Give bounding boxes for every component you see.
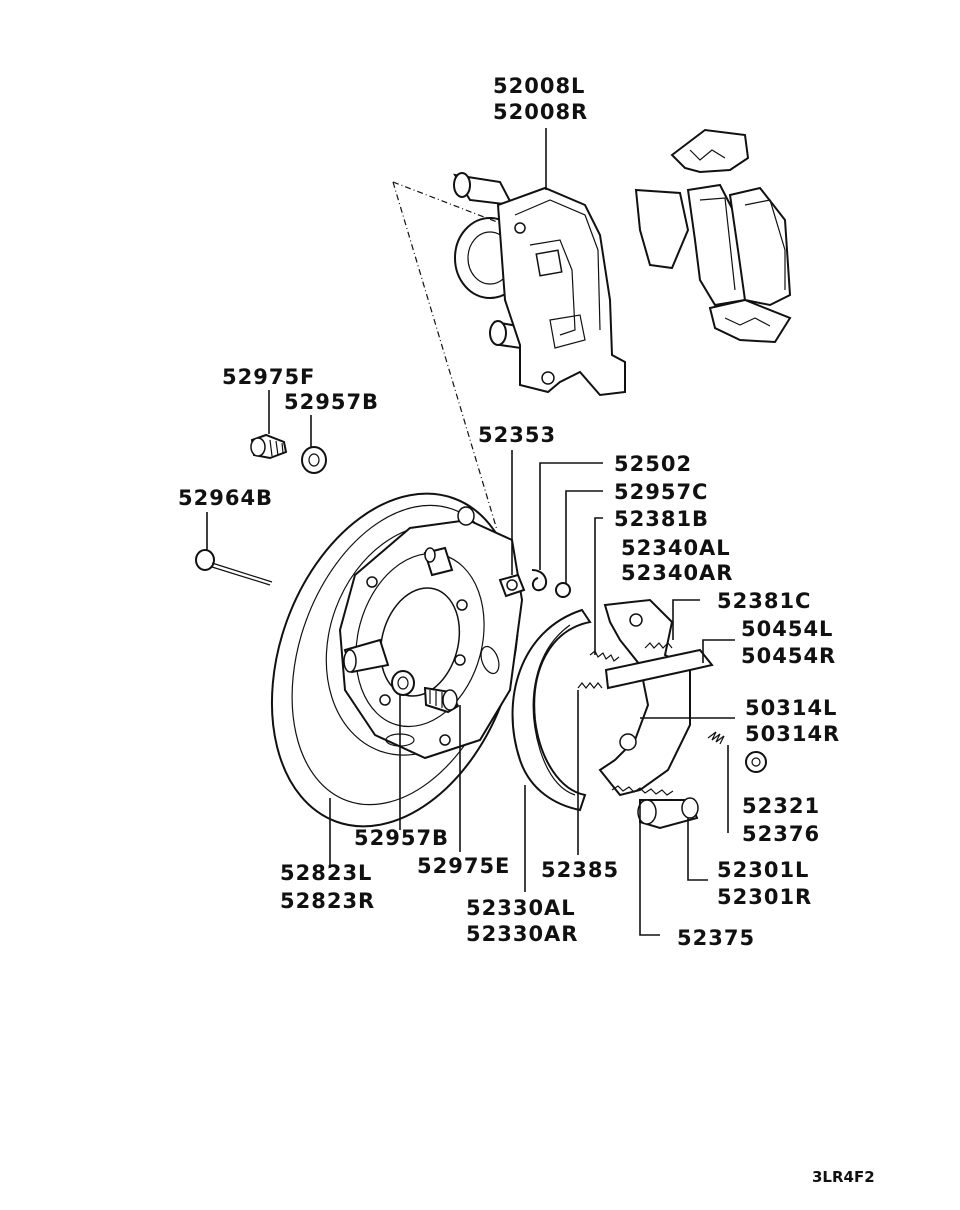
- diagram-code: 3LR4F2: [812, 1168, 875, 1186]
- small-parts-52353-52502-52957C: [498, 569, 571, 598]
- springs: [577, 642, 674, 796]
- bolt-52975E: [423, 686, 460, 714]
- clip-52964B: [195, 549, 273, 586]
- label-52964B: 52964B: [178, 486, 273, 510]
- label-52823R: 52823R: [280, 889, 375, 913]
- label-52975F: 52975F: [222, 365, 315, 389]
- label-52340AL: 52340AL: [621, 536, 731, 560]
- label-52381C: 52381C: [717, 589, 811, 613]
- adjuster-plate-52340A: [598, 598, 691, 797]
- brake-pad-set: [634, 128, 792, 344]
- label-52957B-bottom: 52957B: [354, 826, 449, 850]
- label-52301R: 52301R: [717, 885, 812, 909]
- nut-52957B-top: [301, 446, 327, 474]
- label-52301L: 52301L: [717, 858, 809, 882]
- label-52502: 52502: [614, 452, 692, 476]
- label-50454L: 50454L: [741, 617, 833, 641]
- label-50314L: 50314L: [745, 696, 837, 720]
- label-52376: 52376: [742, 822, 820, 846]
- label-52008R: 52008R: [493, 100, 588, 124]
- caliper-assembly: [453, 172, 626, 397]
- label-52957C: 52957C: [614, 480, 708, 504]
- label-52340AR: 52340AR: [621, 561, 733, 585]
- bolt-52975F: [250, 433, 288, 460]
- label-52330AL: 52330AL: [466, 896, 576, 920]
- parking-brake-shoe-52330: [511, 608, 592, 812]
- washer-52957B-bottom: [391, 670, 415, 696]
- label-50454R: 50454R: [741, 644, 836, 668]
- lever-50454: [604, 648, 714, 690]
- leader-lines: [206, 128, 735, 936]
- label-52381B: 52381B: [614, 507, 709, 531]
- label-52385: 52385: [541, 858, 619, 882]
- wheel-cylinder-52301: [637, 797, 699, 830]
- label-52321: 52321: [742, 794, 820, 818]
- label-52008L: 52008L: [493, 74, 585, 98]
- label-52823L: 52823L: [280, 861, 372, 885]
- label-52975E: 52975E: [417, 854, 510, 878]
- label-52353: 52353: [478, 423, 556, 447]
- label-52957B-top: 52957B: [284, 390, 379, 414]
- spring-52376-and-cup-52321: [707, 731, 767, 773]
- backing-plate: [338, 506, 524, 760]
- label-52375: 52375: [677, 926, 755, 950]
- label-52330AR: 52330AR: [466, 922, 578, 946]
- label-50314R: 50314R: [745, 722, 840, 746]
